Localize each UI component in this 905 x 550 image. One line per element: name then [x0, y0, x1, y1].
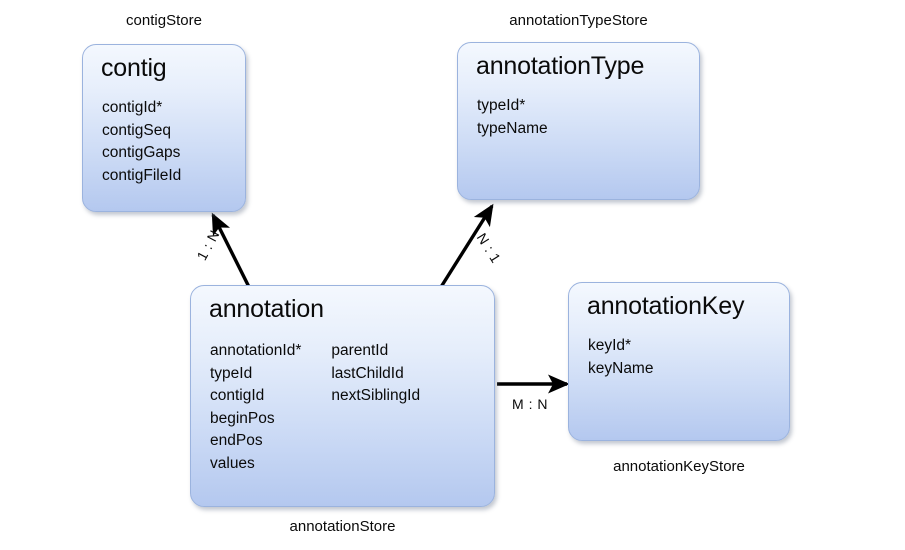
- entity-title-annotationkey: annotationKey: [587, 292, 745, 320]
- field-item: keyId*: [588, 337, 632, 354]
- field-item: beginPos: [210, 409, 275, 427]
- field-item: typeName: [477, 119, 548, 137]
- entity-annotation[interactable]: annotation annotationId* typeId contigId…: [190, 285, 495, 507]
- field-column: typeId* typeName: [477, 95, 548, 140]
- field-item: keyName: [588, 359, 654, 377]
- field-item: contigId: [210, 387, 265, 404]
- field-column: annotationId* typeId contigId beginPos e…: [210, 340, 301, 475]
- field-item: nextSiblingId: [331, 387, 421, 404]
- store-caption-annotation: annotationStore: [289, 518, 396, 535]
- field-item: values: [210, 454, 255, 472]
- entity-title-contig: contig: [101, 54, 167, 82]
- entity-fields-annotation: annotationId* typeId contigId beginPos e…: [210, 340, 420, 475]
- store-caption-annotationkey: annotationKeyStore: [613, 458, 745, 475]
- entity-fields-contig: contigId* contigSeq contigGaps contigFil…: [102, 97, 181, 187]
- field-item: contigSeq: [102, 121, 171, 139]
- cardinality-label-contig: 1 : N: [193, 227, 223, 263]
- field-item: contigId*: [102, 99, 163, 116]
- field-item: typeId: [210, 364, 253, 382]
- entity-annotationtype[interactable]: annotationType typeId* typeName: [457, 42, 700, 200]
- entity-fields-annotationkey: keyId* keyName: [588, 335, 653, 380]
- field-item: typeId*: [477, 97, 526, 114]
- cardinality-label-annotationtype: N : 1: [473, 230, 505, 266]
- field-item: parentId: [331, 342, 389, 359]
- field-item: lastChildId: [331, 364, 404, 382]
- connector-annotation-to-contig: [211, 212, 251, 288]
- field-item: contigFileId: [102, 166, 182, 184]
- field-item: annotationId*: [210, 342, 302, 359]
- field-item: endPos: [210, 432, 263, 449]
- entity-fields-annotationtype: typeId* typeName: [477, 95, 548, 140]
- field-column: contigId* contigSeq contigGaps contigFil…: [102, 97, 181, 187]
- field-item: contigGaps: [102, 144, 181, 161]
- field-column: parentId lastChildId nextSiblingId: [331, 340, 420, 475]
- field-column: keyId* keyName: [588, 335, 653, 380]
- entity-title-annotationtype: annotationType: [476, 52, 645, 80]
- store-caption-contig: contigStore: [126, 12, 202, 29]
- entity-contig[interactable]: contig contigId* contigSeq contigGaps co…: [82, 44, 246, 212]
- cardinality-label-annotationkey: M : N: [512, 396, 548, 412]
- store-caption-annotationtype: annotationTypeStore: [509, 12, 648, 29]
- entity-title-annotation: annotation: [209, 295, 324, 323]
- entity-annotationkey[interactable]: annotationKey keyId* keyName: [568, 282, 790, 441]
